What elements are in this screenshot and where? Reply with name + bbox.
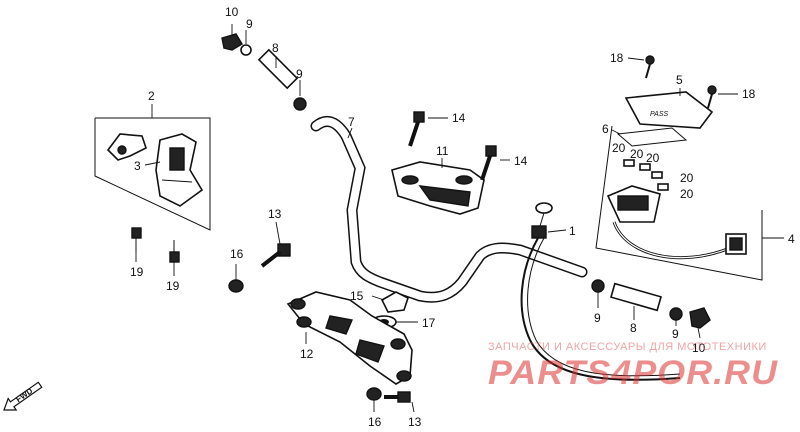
callout-8-lower: 8	[630, 321, 637, 335]
bolt-19-left	[131, 227, 142, 262]
bolt-13-upper	[260, 221, 291, 268]
callout-14-a: 14	[452, 111, 466, 125]
watermark: ЗАПЧАСТИ И АКСЕССУАРЫ ДЛЯ МОТОТЕХНИКИ PA…	[488, 341, 778, 392]
callout-6: 6	[602, 122, 609, 136]
top-bridge	[286, 291, 413, 385]
switch-assembly-right: PASS	[595, 88, 784, 281]
callout-7: 7	[348, 115, 355, 129]
cable-adjuster-upper	[221, 24, 307, 111]
callout-3: 3	[134, 159, 141, 173]
callout-9-c: 9	[594, 311, 601, 325]
bolt-13-lower	[384, 391, 415, 413]
switch-assembly-left	[94, 104, 211, 231]
bolt-19-right	[169, 240, 180, 276]
cable-adjuster-lower	[591, 279, 711, 339]
callout-20-c: 20	[646, 151, 660, 165]
callout-labels: 1 2 3 4 5 6 7 8 8 9 9 9 9 10 10 11 12 13…	[130, 5, 795, 429]
callout-1: 1	[569, 224, 576, 238]
nut-16-upper	[228, 264, 244, 293]
screw-18-left	[627, 55, 655, 79]
callout-19-right: 19	[166, 279, 180, 293]
callout-10-upper: 10	[225, 5, 239, 19]
nut-16-lower	[366, 387, 382, 412]
callout-5: 5	[676, 73, 683, 87]
callout-9-d: 9	[672, 327, 679, 341]
callout-14-b: 14	[514, 154, 528, 168]
throttle-cable	[520, 202, 681, 381]
callout-2: 2	[148, 89, 155, 103]
callout-20-e: 20	[680, 187, 694, 201]
bolt-14-b	[480, 145, 510, 181]
callout-20-a: 20	[612, 141, 626, 155]
callout-8-upper: 8	[272, 41, 279, 55]
callout-16-upper: 16	[230, 247, 244, 261]
screw-18-right	[707, 85, 738, 109]
callout-20-b: 20	[630, 147, 644, 161]
watermark-caption: ЗАПЧАСТИ И АКСЕССУАРЫ ДЛЯ МОТОТЕХНИКИ	[488, 341, 767, 353]
washer-15	[371, 291, 409, 313]
callout-12: 12	[300, 347, 314, 361]
callout-13-upper: 13	[268, 207, 282, 221]
callout-11: 11	[436, 144, 449, 158]
callout-20-d: 20	[680, 171, 694, 185]
callout-15: 15	[350, 289, 364, 303]
watermark-brand: PARTS4POR.RU	[488, 354, 778, 392]
handlebar	[310, 115, 588, 303]
callout-18-right: 18	[742, 87, 756, 101]
bolt-14-a	[408, 111, 448, 147]
callout-9-b: 9	[296, 67, 303, 81]
callout-19-left: 19	[130, 265, 144, 279]
handlebar-holder	[391, 158, 485, 215]
svg-text:PASS: PASS	[650, 111, 668, 118]
callout-13-lower: 13	[408, 415, 422, 429]
callout-10-lower: 10	[692, 341, 706, 355]
callout-16-lower: 16	[368, 415, 382, 429]
fwd-arrow: FWD	[3, 381, 43, 411]
callout-4: 4	[788, 232, 795, 246]
callout-9-a: 9	[246, 17, 253, 31]
callout-18-left: 18	[610, 51, 624, 65]
callout-17: 17	[422, 316, 436, 330]
